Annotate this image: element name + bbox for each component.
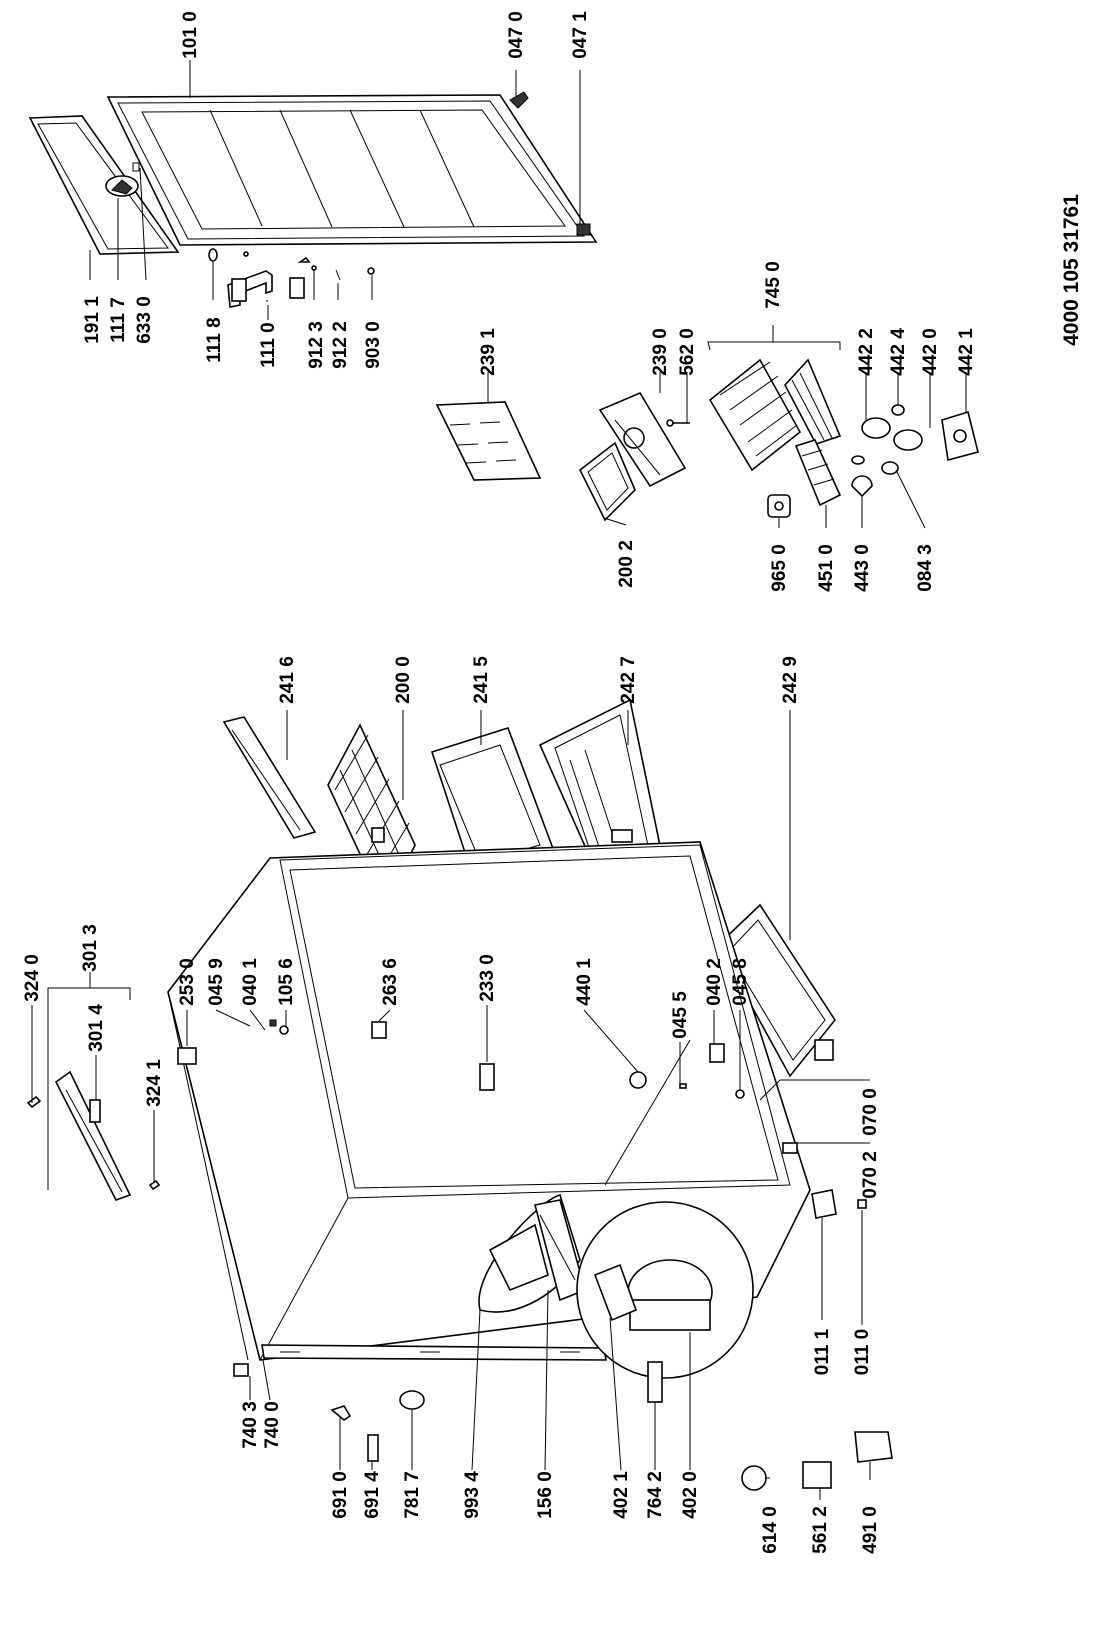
label-440-1: 440 1 xyxy=(574,958,595,1006)
label-442-4: 442 4 xyxy=(888,328,909,376)
label-614-0: 614 0 xyxy=(760,1506,781,1554)
label-633-0: 633 0 xyxy=(134,296,155,344)
door-assembly xyxy=(28,94,598,255)
label-912-3: 912 3 xyxy=(306,321,327,369)
label-070-2: 070 2 xyxy=(860,1151,881,1199)
label-301-4: 301 4 xyxy=(86,1004,107,1052)
label-442-1: 442 1 xyxy=(956,328,977,376)
label-239-1: 239 1 xyxy=(478,328,499,376)
label-040-2: 040 2 xyxy=(704,958,725,1006)
cabinet-assembly xyxy=(26,827,893,1491)
document-number: 4000 105 31761 xyxy=(1060,194,1083,346)
label-442-0: 442 0 xyxy=(920,328,941,376)
label-324-1: 324 1 xyxy=(144,1059,165,1107)
label-993-4: 993 4 xyxy=(462,1471,483,1519)
label-402-1: 402 1 xyxy=(611,1471,632,1519)
cabinet-leaders xyxy=(31,972,871,1500)
control-leaders xyxy=(487,325,967,529)
label-200-2: 200 2 xyxy=(616,540,637,588)
label-740-0: 740 0 xyxy=(262,1401,283,1449)
label-241-6: 241 6 xyxy=(277,656,298,704)
label-105-6: 105 6 xyxy=(276,958,297,1006)
label-301-3: 301 3 xyxy=(80,924,101,972)
label-402-0: 402 0 xyxy=(680,1471,701,1519)
label-740-3: 740 3 xyxy=(240,1401,261,1449)
label-111-8: 111 8 xyxy=(204,317,225,362)
label-111-7: 111 7 xyxy=(108,297,129,342)
label-491-0: 491 0 xyxy=(860,1506,881,1554)
label-745-0: 745 0 xyxy=(763,261,784,309)
control-evaporator-parts xyxy=(435,358,979,522)
label-253-0: 253 0 xyxy=(177,958,198,1006)
shelves-leaders xyxy=(286,710,791,940)
label-443-0: 443 0 xyxy=(852,544,873,592)
label-561-2: 561 2 xyxy=(810,1506,831,1554)
label-239-0: 239 0 xyxy=(650,328,671,376)
door-leaders xyxy=(89,60,581,320)
label-233-0: 233 0 xyxy=(477,954,498,1002)
label-047-1: 047 1 xyxy=(570,11,591,59)
label-070-0: 070 0 xyxy=(860,1088,881,1136)
label-442-2: 442 2 xyxy=(856,328,877,376)
label-242-9: 242 9 xyxy=(780,656,801,704)
label-047-0: 047 0 xyxy=(506,11,527,59)
label-324-0: 324 0 xyxy=(22,954,43,1002)
label-045-9: 045 9 xyxy=(206,958,227,1006)
label-156-0: 156 0 xyxy=(535,1471,556,1519)
label-045-8: 045 8 xyxy=(730,958,751,1006)
label-084-3: 084 3 xyxy=(915,544,936,592)
label-200-0: 200 0 xyxy=(393,656,414,704)
label-045-5: 045 5 xyxy=(670,991,691,1039)
label-111-0: 111 0 xyxy=(258,322,279,367)
part-labels: 101 0 047 0 047 1 191 1 111 7 633 0 111 … xyxy=(22,11,977,1554)
label-263-6: 263 6 xyxy=(380,958,401,1006)
label-040-1: 040 1 xyxy=(240,958,261,1006)
label-011-1: 011 1 xyxy=(812,1328,833,1375)
label-451-0: 451 0 xyxy=(816,544,837,592)
label-691-4: 691 4 xyxy=(362,1471,383,1519)
label-903-0: 903 0 xyxy=(363,321,384,369)
label-912-2: 912 2 xyxy=(330,321,351,369)
label-764-2: 764 2 xyxy=(645,1471,666,1519)
label-101-0: 101 0 xyxy=(180,11,201,59)
label-242-7: 242 7 xyxy=(618,656,639,704)
label-691-0: 691 0 xyxy=(330,1471,351,1519)
label-965-0: 965 0 xyxy=(769,544,790,592)
label-241-5: 241 5 xyxy=(471,656,492,704)
label-011-0: 011 0 xyxy=(852,1329,873,1376)
label-191-1: 191 1 xyxy=(82,296,103,344)
label-781-7: 781 7 xyxy=(402,1471,423,1519)
label-562-0: 562 0 xyxy=(677,328,698,376)
